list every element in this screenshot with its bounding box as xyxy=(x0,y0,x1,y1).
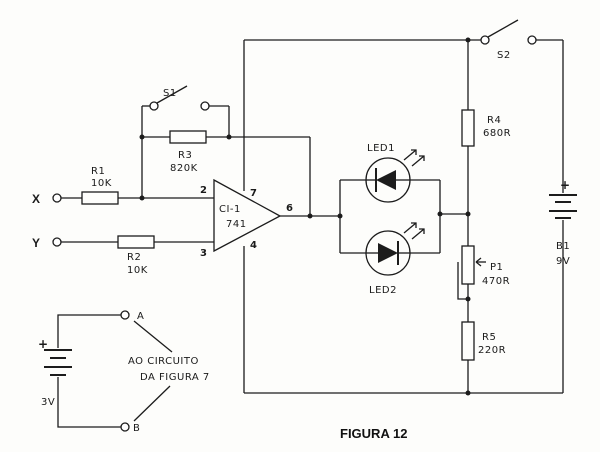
led1-label: LED1 xyxy=(367,143,395,154)
opamp-ci1: CI-1 741 2 3 7 4 6 xyxy=(200,178,293,259)
led2: LED2 xyxy=(365,222,425,296)
r4-name-label: R4 xyxy=(487,115,501,126)
terminal-a-label: A xyxy=(137,311,144,322)
r3-value-label: 820K xyxy=(170,163,198,174)
pin-6-label: 6 xyxy=(286,203,293,214)
terminal-b-label: B xyxy=(133,423,140,434)
note-pointers: AO CIRCUITO DA FIGURA 7 xyxy=(128,320,210,422)
junction-bottom-right xyxy=(465,390,471,396)
r1-name-label: R1 xyxy=(91,166,105,177)
junction-feedback-right xyxy=(226,134,232,140)
resistor-r4: R4 680R xyxy=(461,40,511,246)
aux-voltage-label: 3V xyxy=(41,397,55,408)
junction-feedback-left xyxy=(139,134,145,140)
b1-name-label: B1 xyxy=(556,241,570,252)
led2-label: LED2 xyxy=(369,285,397,296)
r1-value-label: 10K xyxy=(91,178,112,189)
led1: LED1 xyxy=(365,143,425,203)
input-y-label: Y xyxy=(32,236,40,250)
feedback-network: S1 R3 820K xyxy=(141,85,311,216)
switch-s2: S2 xyxy=(480,19,563,61)
r2-value-label: 10K xyxy=(127,265,148,276)
input-x-label: X xyxy=(32,192,40,206)
bottom-rail xyxy=(243,246,563,394)
pin-2-label: 2 xyxy=(200,185,207,196)
aux-plus-sign: + xyxy=(38,337,48,351)
pin-4-label: 4 xyxy=(250,240,257,251)
resistor-r5: R5 220R xyxy=(461,321,506,393)
junction-led-mid xyxy=(437,211,443,217)
p1-value-label: 470R xyxy=(482,276,510,287)
battery-b1: + B1 9V xyxy=(549,40,577,393)
junction-led-left xyxy=(337,213,343,219)
opamp-name-label: CI-1 xyxy=(219,204,241,215)
s2-label: S2 xyxy=(497,50,511,61)
note-line-2: DA FIGURA 7 xyxy=(140,372,210,383)
note-line-1: AO CIRCUITO xyxy=(128,356,199,367)
input-x: X R1 10K xyxy=(32,166,214,206)
pin-7-label: 7 xyxy=(250,188,257,199)
junction-p1-wiper xyxy=(465,296,471,302)
b1-voltage-label: 9V xyxy=(556,256,570,267)
top-rail xyxy=(243,39,481,191)
r3-name-label: R3 xyxy=(178,150,192,161)
figure-caption: FIGURA 12 xyxy=(340,426,407,441)
aux-battery-circuit: A B + 3V xyxy=(38,310,144,434)
r2-name-label: R2 xyxy=(127,252,141,263)
opamp-model-label: 741 xyxy=(226,219,247,230)
pin-3-label: 3 xyxy=(200,248,207,259)
b1-plus-sign: + xyxy=(560,178,570,192)
p1-name-label: P1 xyxy=(490,262,503,273)
potentiometer-p1: P1 470R xyxy=(457,245,510,322)
r5-value-label: 220R xyxy=(478,345,506,356)
input-y: Y R2 10K xyxy=(32,235,214,276)
s1-label: S1 xyxy=(163,88,177,99)
r5-name-label: R5 xyxy=(482,332,496,343)
r4-value-label: 680R xyxy=(483,128,511,139)
